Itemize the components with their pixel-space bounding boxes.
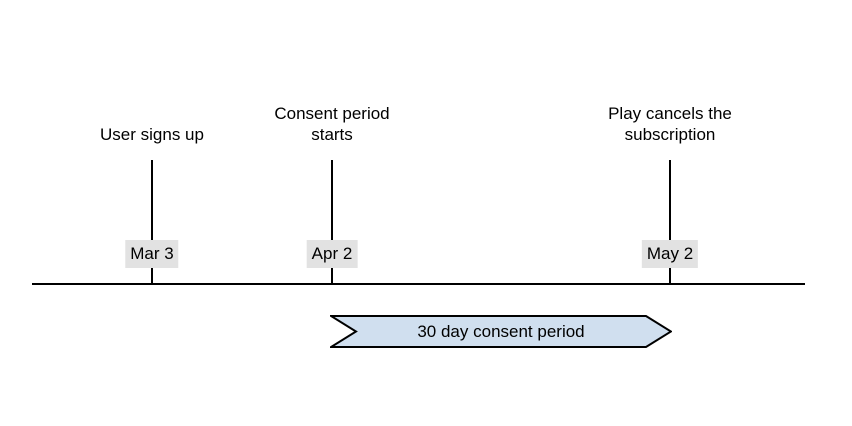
event-label-consent-start: Consent period starts [274, 104, 390, 144]
banner-shape [330, 315, 672, 348]
consent-period-banner: 30 day consent period [330, 315, 672, 348]
event-stem-play-cancels [669, 160, 671, 284]
timeline-axis [32, 283, 805, 285]
date-chip-play-cancels: May 2 [641, 240, 699, 268]
event-label-signup: User signs up [100, 125, 204, 144]
event-label-play-cancels: Play cancels the subscription [608, 104, 732, 144]
date-chip-signup: Mar 3 [125, 240, 179, 268]
event-stem-consent-start [331, 160, 333, 284]
date-chip-consent-start: Apr 2 [306, 240, 358, 268]
event-stem-signup [151, 160, 153, 284]
